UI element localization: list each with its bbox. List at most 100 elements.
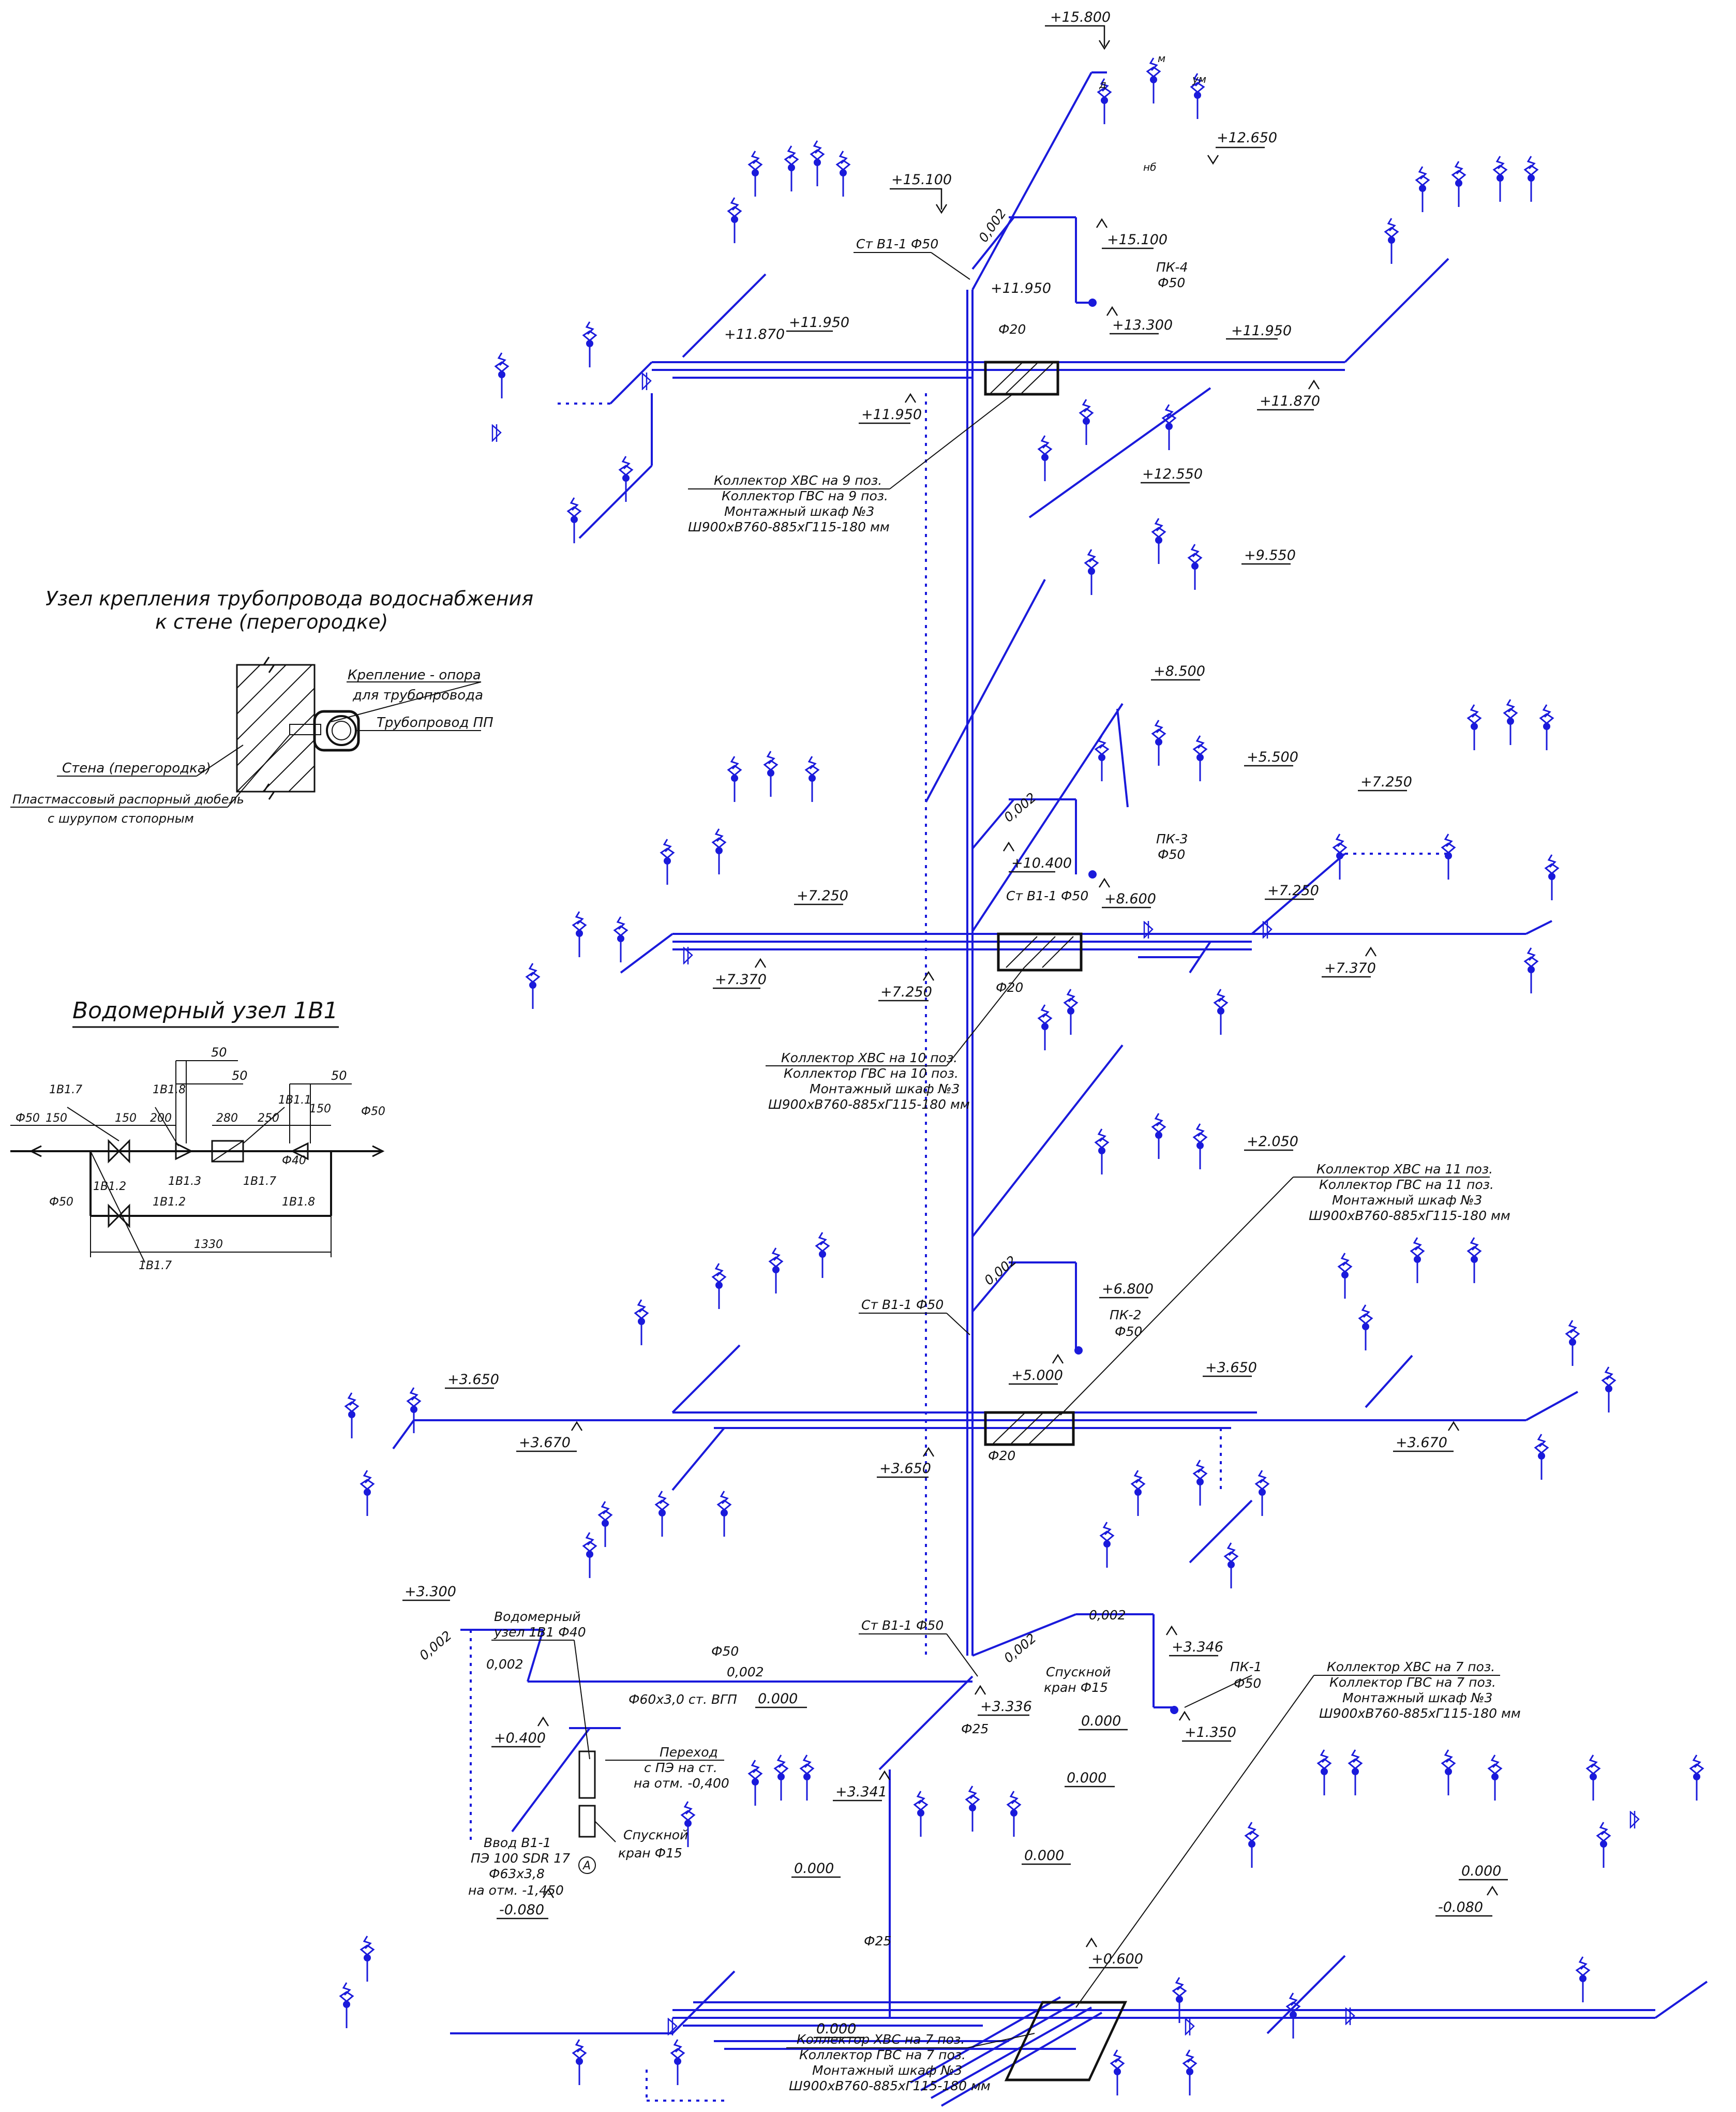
elev-3650b: +3.650 [447,1372,499,1388]
meter [211,1140,244,1163]
elev-11950b: +11.950 [991,280,1051,296]
slope-h: 0,002 [1089,1608,1126,1623]
tag-d: д [1099,78,1106,91]
dim-50c: 50 [331,1068,347,1083]
dim-50a: 50 [211,1045,227,1060]
elev-0000d: 0.000 [794,1861,834,1877]
elev-5000: +5.000 [1011,1367,1063,1384]
elev-11950a: +11.950 [789,315,849,331]
fixing-title-line2: к стене (перегородке) [155,611,388,633]
axis-marker-a [578,1856,596,1874]
slope-f: 0,002 [727,1664,764,1679]
input-3: Ф63х3,8 [489,1866,545,1881]
slope-c: 0,002 [981,1253,1019,1288]
pk3-d50: Ф50 [1158,847,1185,862]
dim-280: 280 [216,1112,238,1125]
floor-11950 [553,216,1449,539]
elev-11950d: +11.950 [861,407,922,423]
coll9-3: Монтажный шкаф №3 [724,504,874,519]
collector-box-10 [997,932,1083,972]
d50-bypass: Ф50 [49,1196,73,1209]
elev-15100b: +15.100 [1107,232,1168,248]
coll7b-3: Монтажный шкаф №3 [812,2063,962,2078]
transition-2: с ПЭ на ст. [644,1760,717,1775]
coll7a-4: Ш900хВ760-885хГ115-180 мм [1319,1706,1521,1721]
d40: Ф40 [282,1154,306,1167]
pp-pipe [326,715,357,746]
coll7a-2: Коллектор ГВС на 7 поз. [1329,1675,1496,1690]
elev-5500: +5.500 [1247,749,1298,765]
st-v11-top: Ст В1-1 Ф50 [856,236,938,251]
p-1v17b: 1В1.7 [243,1175,276,1188]
dim-150a: 150 [46,1112,67,1125]
collector-box-9-hatch [990,363,1053,394]
collector-box-9 [984,361,1059,396]
valve-bypass [108,1203,130,1228]
dim-150b: 150 [115,1112,137,1125]
case-pipe: Ф60х3,0 ст. ВГП [628,1692,737,1707]
coll11-3: Монтажный шкаф №3 [1332,1193,1482,1208]
dim-250: 250 [258,1112,279,1125]
elev-3336: +3.336 [980,1699,1032,1715]
dim-200: 200 [150,1112,172,1125]
elevation-leaders [402,25,1508,2039]
st-v11-mid: Ст В1-1 Ф50 [1006,888,1088,903]
d20c: Ф20 [988,1448,1015,1463]
meter-title: Водомерный узел 1В1 [72,998,338,1024]
dim-50b: 50 [232,1068,248,1083]
tag-nb: нб [1143,161,1156,173]
coll7a-1: Коллектор ХВС на 7 поз. [1327,1659,1495,1674]
coll9-1: Коллектор ХВС на 9 поз. [714,473,882,488]
transition-3: на отм. -0,400 [634,1776,729,1791]
st-v11-low: Ст В1-1 Ф50 [861,1297,944,1312]
elev-0000b: 0.000 [1081,1713,1121,1729]
collector-box-11-hatch [993,1413,1061,1444]
valve-1 [108,1139,130,1164]
elev-8500: +8.500 [1154,663,1205,679]
pk4-d50: Ф50 [1158,275,1185,290]
coll11-4: Ш900хВ760-885хГ115-180 мм [1309,1208,1510,1223]
pk1-label: ПК-1 [1230,1659,1262,1674]
support-label-2: для трубопровода [352,688,483,703]
coll10-3: Монтажный шкаф №3 [810,1081,960,1096]
elev-3346: +3.346 [1172,1639,1223,1655]
drain-b1: Спускной [1046,1664,1111,1679]
elev-13300: +13.300 [1112,317,1173,333]
elev-0400: +0.400 [494,1730,546,1746]
slope-e: 0,002 [486,1657,523,1672]
drain-1: Спускной [623,1827,688,1842]
elev-11870b: +11.870 [1260,393,1320,409]
elev-0000g: 0.000 [816,2021,856,2037]
wall-hatch [236,664,315,792]
elev-1350: +1.350 [1185,1724,1236,1741]
elev-15800: +15.800 [1050,9,1111,25]
meter-node-1: Водомерный [494,1609,580,1624]
coll10-1: Коллектор ХВС на 10 поз. [781,1050,957,1065]
slope-a: 0,002 [976,206,1009,245]
drain-2: кран Ф15 [618,1846,682,1861]
drain-b2: кран Ф15 [1044,1680,1108,1695]
fixture-tags: м нб ум д [1099,52,1206,173]
elev-m0080b: -0.080 [1438,1899,1483,1915]
meter-node-2: узел 1В1 Ф40 [493,1625,586,1640]
pk3-hydrant [1088,870,1097,879]
input-1: Ввод В1-1 [484,1835,551,1850]
elev-12650: +12.650 [1217,130,1277,146]
elev-3650a: +3.650 [1205,1360,1257,1376]
dim-150c: 150 [309,1103,331,1116]
floor-0000 [450,1613,1708,2107]
transition-1: Переход [660,1745,718,1760]
d20b: Ф20 [996,980,1023,995]
d50-left: Ф50 [16,1112,40,1125]
elev-7370a: +7.370 [715,972,767,988]
elev-11870a: +11.870 [724,326,785,343]
pk2-label: ПК-2 [1110,1307,1141,1322]
coll10-4: Ш900хВ760-885хГ115-180 мм [768,1097,970,1112]
coll11-1: Коллектор ХВС на 11 поз. [1316,1162,1493,1177]
d50-main: Ф50 [711,1644,739,1659]
elev-3650c: +3.650 [879,1461,931,1477]
elev-3341: +3.341 [835,1784,887,1800]
input-4: на отм. -1,450 [468,1883,564,1898]
pk3-label: ПК-3 [1156,831,1188,846]
elev-15100a: +15.100 [891,172,952,188]
